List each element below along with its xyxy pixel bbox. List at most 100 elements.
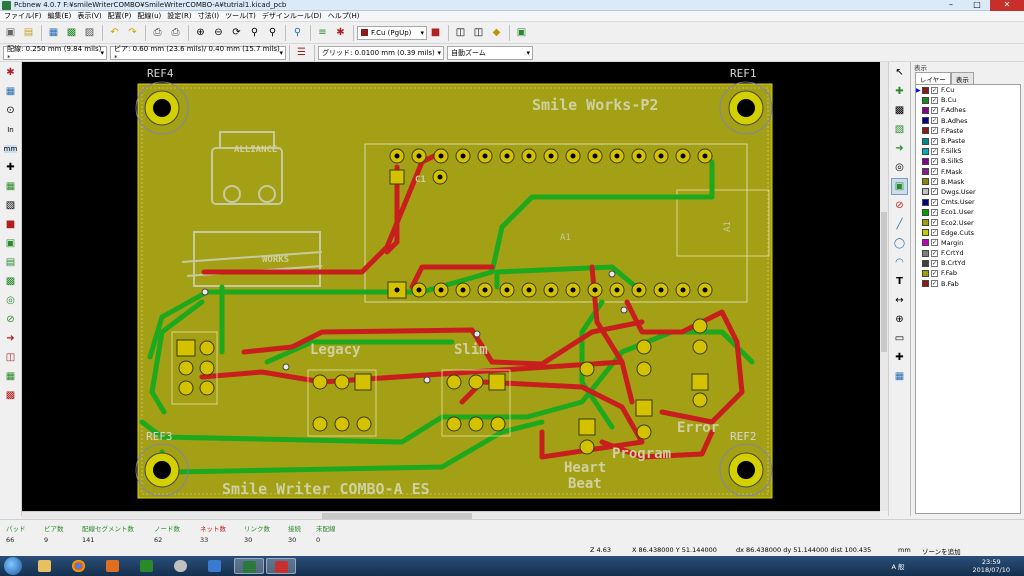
add-arc-button[interactable]: ◠ [891,254,908,271]
read-netlist-button[interactable]: ◆ [488,24,505,41]
zone-sketch-button[interactable]: ▩ [2,273,19,290]
layer-pair-button[interactable]: ■ [427,24,444,41]
layer-visibility-checkbox[interactable]: ✓ [931,249,938,257]
module-editor-button[interactable]: ◫ [452,24,469,41]
taskbar-doc[interactable] [200,558,230,574]
layer-visibility-checkbox[interactable]: ✓ [931,86,938,94]
zone-outline-button[interactable]: ▤ [2,254,19,271]
taskbar-pcbnew[interactable] [266,558,296,574]
layer-row[interactable]: ✓F.SilkS [916,146,1020,156]
menu-edit[interactable]: 編集(E) [47,12,72,20]
layer-color-swatch[interactable] [922,178,929,186]
menu-help[interactable]: ヘルプ(H) [327,12,360,20]
add-dimension-button[interactable]: ↔ [891,292,908,309]
add-keepout-button[interactable]: ⊘ [891,197,908,214]
scripting-button[interactable]: ▣ [513,24,530,41]
layer-visibility-checkbox[interactable]: ✓ [931,188,938,196]
layer-visibility-checkbox[interactable]: ✓ [931,259,938,267]
layer-visibility-checkbox[interactable]: ✓ [931,157,938,165]
horizontal-scrollbar[interactable] [22,511,880,519]
pcb-canvas[interactable]: Smile Works-P2 Smile Writer COMBO-A ES L… [22,62,880,511]
close-button[interactable]: ✕ [990,0,1024,11]
cursor-shape-button[interactable]: ✚ [2,159,19,176]
taskbar-media[interactable] [98,558,128,574]
layer-visibility-checkbox[interactable]: ✓ [931,106,938,114]
layer-color-swatch[interactable] [922,106,929,114]
layer-row[interactable]: ✓Eco2.User [916,217,1020,227]
track-width-select[interactable]: 配線: 0.250 mm (9.84 mils) * ▾ [3,45,107,62]
add-circle-button[interactable]: ◯ [891,235,908,252]
tab-render[interactable]: 表示 [950,72,974,84]
find-button[interactable]: ⚲ [289,24,306,41]
layer-row[interactable]: ✓B.Adhes [916,116,1020,126]
set-origin-button[interactable]: ✚ [891,349,908,366]
units-mm-button[interactable]: mm [2,140,19,157]
layer-color-swatch[interactable] [922,208,929,216]
layer-row[interactable]: ✓Dwgs.User [916,187,1020,197]
zoom-fit-button[interactable]: ⚲ [246,24,263,41]
zone-fill-button[interactable]: ▣ [2,235,19,252]
menu-place[interactable]: 配置(P) [107,12,132,20]
add-text-button[interactable]: T [891,273,908,290]
open-board-button[interactable]: ▤ [20,24,37,41]
layer-row[interactable]: ✓F.Paste [916,126,1020,136]
layer-color-swatch[interactable] [922,249,929,257]
grid-toggle-button[interactable]: ▦ [2,83,19,100]
menu-tools[interactable]: ツール(T) [225,12,256,20]
layer-row[interactable]: ✓B.Fab [916,279,1020,289]
layer-row[interactable]: ✓F.Adhes [916,105,1020,115]
menu-view[interactable]: 表示(V) [77,12,102,20]
layer-color-swatch[interactable] [922,269,929,277]
taskbar-explorer[interactable] [30,558,60,574]
layer-color-swatch[interactable] [922,96,929,104]
ime-indicator[interactable]: A 般 [891,563,905,571]
layer-row[interactable]: ✓F.CrtYd [916,248,1020,258]
auto-track-width-button[interactable]: ☰ [293,44,310,61]
menu-design-rules[interactable]: デザインルール(D) [261,12,322,20]
highlight-net-button[interactable]: ✚ [891,83,908,100]
layer-visibility-checkbox[interactable]: ✓ [931,117,938,125]
layer-row[interactable]: ✓B.CrtYd [916,258,1020,268]
layer-color-swatch[interactable] [922,168,929,176]
layer-color-swatch[interactable] [922,259,929,267]
layer-color-swatch[interactable] [922,229,929,237]
zoom-selection-button[interactable]: ⚲ [264,24,281,41]
redo-button[interactable]: ↷ [124,24,141,41]
vertical-scroll-thumb[interactable] [881,212,887,352]
layer-color-swatch[interactable] [922,127,929,135]
local-ratsnest-button[interactable]: ▩ [891,102,908,119]
page-settings-button[interactable]: ▩ [63,24,80,41]
module-ratsnest-button[interactable]: ▧ [2,197,19,214]
add-target-button[interactable]: ⊕ [891,311,908,328]
grid-select[interactable]: グリッド: 0.0100 mm (0.39 mils) ▾ [318,45,444,60]
add-via-button[interactable]: ◎ [891,159,908,176]
netlist-button[interactable]: ≡ [314,24,331,41]
layer-row[interactable]: ✓Edge.Cuts [916,228,1020,238]
plot-button[interactable]: ⎙ [167,24,184,41]
layer-visibility-checkbox[interactable]: ✓ [931,229,938,237]
layer-visibility-checkbox[interactable]: ✓ [931,239,938,247]
layer-visibility-checkbox[interactable]: ✓ [931,269,938,277]
layer-row[interactable]: ✓B.SilkS [916,156,1020,166]
add-zone-button[interactable]: ▣ [891,178,908,195]
auto-delete-track-button[interactable]: ■ [2,216,19,233]
layer-row[interactable]: ✓B.Paste [916,136,1020,146]
microwave-toolbar-button[interactable]: ▩ [2,387,19,404]
menu-file[interactable]: ファイル(F) [4,12,42,20]
layer-row[interactable]: ✓Eco1.User [916,207,1020,217]
layer-row[interactable]: ▶✓F.Cu [916,85,1020,95]
taskbar-settings[interactable] [166,558,196,574]
start-button[interactable] [4,557,22,575]
layer-visibility-checkbox[interactable]: ✓ [931,178,938,186]
layer-visibility-checkbox[interactable]: ✓ [931,137,938,145]
polar-coords-button[interactable]: ⊙ [2,102,19,119]
layer-color-swatch[interactable] [922,280,929,288]
clock[interactable]: 23:59 2018/07/10 [973,558,1010,574]
layer-color-swatch[interactable] [922,219,929,227]
taskbar-terminal[interactable] [132,558,162,574]
units-inch-button[interactable]: In [2,121,19,138]
undo-button[interactable]: ↶ [106,24,123,41]
layer-color-swatch[interactable] [922,198,929,206]
layer-visibility-checkbox[interactable]: ✓ [931,198,938,206]
add-module-button[interactable]: ▧ [891,121,908,138]
